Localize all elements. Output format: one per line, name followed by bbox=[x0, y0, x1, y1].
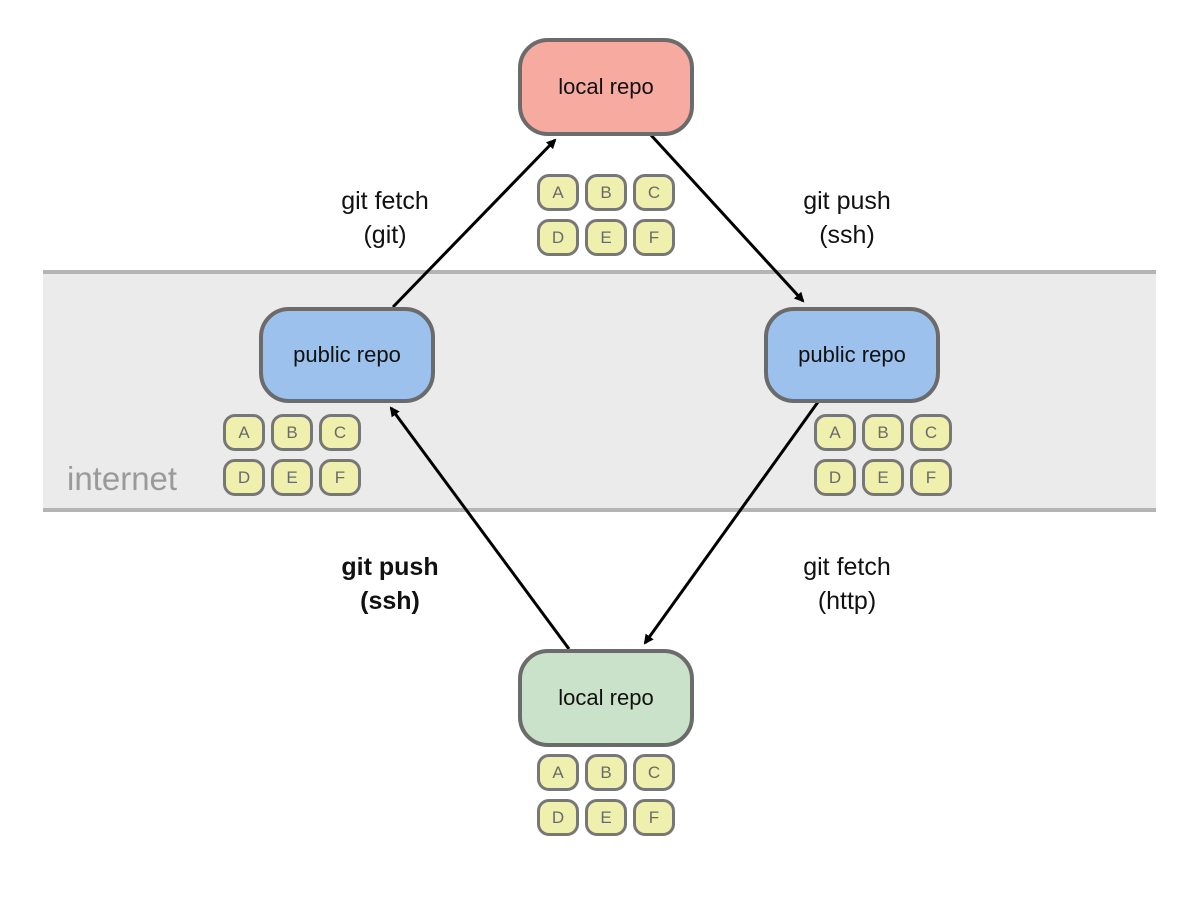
edge-label-line: git fetch bbox=[341, 187, 429, 215]
commit-chip: F bbox=[319, 459, 361, 496]
commit-chip: F bbox=[910, 459, 952, 496]
commit-chip: A bbox=[537, 174, 579, 211]
commit-chip: F bbox=[633, 799, 675, 836]
bottom-local-commits: A B C D E F bbox=[537, 754, 675, 836]
top-local-repo-label: local repo bbox=[558, 74, 654, 99]
internet-zone-label: internet bbox=[67, 460, 178, 497]
commit-chip: E bbox=[585, 799, 627, 836]
edge-label-line: (ssh) bbox=[360, 587, 420, 615]
commit-chip: E bbox=[585, 219, 627, 256]
edge-label-line: git push bbox=[341, 553, 439, 581]
arrow-fetch-http bbox=[643, 401, 820, 645]
commit-chip: D bbox=[223, 459, 265, 496]
commit-chip: C bbox=[633, 174, 675, 211]
commit-chip: A bbox=[537, 754, 579, 791]
arrow-fetch-git bbox=[391, 138, 557, 309]
edge-label-line: (ssh) bbox=[819, 221, 875, 249]
commit-chip: D bbox=[537, 219, 579, 256]
edge-label-line: git fetch bbox=[803, 553, 891, 581]
edge-label-push-ssh-bottom: git push (ssh) bbox=[325, 550, 455, 618]
left-public-repo: public repo bbox=[259, 307, 435, 403]
left-public-repo-label: public repo bbox=[293, 342, 401, 367]
internet-band bbox=[43, 272, 1156, 510]
top-local-commits: A B C D E F bbox=[537, 174, 675, 256]
edge-label-line: (http) bbox=[817, 587, 877, 615]
commit-chip: B bbox=[585, 754, 627, 791]
commit-chip: C bbox=[910, 414, 952, 451]
commit-chip: A bbox=[814, 414, 856, 451]
edge-label-fetch-http: git fetch (http) bbox=[787, 550, 907, 618]
arrow-push-ssh-top bbox=[648, 132, 805, 303]
commit-chip: D bbox=[537, 799, 579, 836]
right-public-repo-label: public repo bbox=[798, 342, 906, 367]
arrow-push-ssh-bottom bbox=[389, 406, 571, 650]
commit-chip: B bbox=[585, 174, 627, 211]
edge-label-fetch-git: git fetch (git) bbox=[325, 184, 445, 252]
right-public-repo: public repo bbox=[764, 307, 940, 403]
commit-chip: C bbox=[633, 754, 675, 791]
commit-chip: D bbox=[814, 459, 856, 496]
commit-chip: B bbox=[271, 414, 313, 451]
left-public-commits: A B C D E F bbox=[223, 414, 361, 496]
commit-chip: C bbox=[319, 414, 361, 451]
commit-chip: E bbox=[862, 459, 904, 496]
edge-label-push-ssh-top: git push (ssh) bbox=[787, 184, 907, 252]
edge-label-line: git push bbox=[803, 187, 891, 215]
commit-chip: B bbox=[862, 414, 904, 451]
top-local-repo: local repo bbox=[518, 38, 694, 136]
commit-chip: A bbox=[223, 414, 265, 451]
bottom-local-repo: local repo bbox=[518, 649, 694, 747]
commit-chip: F bbox=[633, 219, 675, 256]
edge-label-line: (git) bbox=[363, 221, 407, 249]
right-public-commits: A B C D E F bbox=[814, 414, 952, 496]
commit-chip: E bbox=[271, 459, 313, 496]
bottom-local-repo-label: local repo bbox=[558, 685, 654, 710]
